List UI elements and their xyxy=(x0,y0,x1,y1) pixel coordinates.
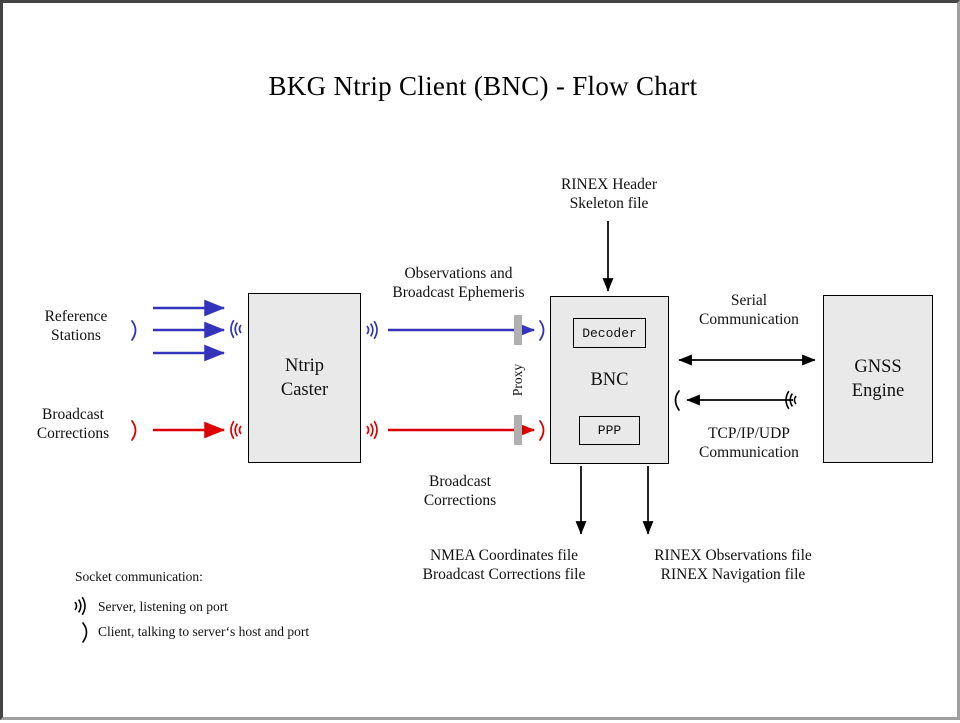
node-gnss-engine-label: GNSS Engine xyxy=(851,356,905,401)
node-decoder-label: Decoder xyxy=(582,325,637,341)
connector-layer xyxy=(74,221,816,643)
broadcast-corrections-client-icon xyxy=(131,420,137,441)
proxy-label: Proxy xyxy=(509,363,525,397)
flow-chart-canvas: BKG Ntrip Client (BNC) - Flow Chart xyxy=(3,3,960,723)
page-title: BKG Ntrip Client (BNC) - Flow Chart xyxy=(268,71,698,101)
caster-input-server-icon-blue xyxy=(230,319,242,339)
node-ntrip-caster-label: Ntrip Caster xyxy=(280,355,329,400)
node-ppp[interactable]: PPP xyxy=(579,416,640,445)
gnss-server-wave-icon xyxy=(785,390,797,410)
legend-client-text: Client, talking to server‘s host and por… xyxy=(98,624,310,639)
output-file-arrows xyxy=(575,466,654,535)
edge-label-broadcast-corrections: Broadcast Corrections xyxy=(423,473,497,509)
source-label-reference-stations: Reference Stations xyxy=(44,308,108,344)
edge-label-tcpip-communication: TCP/IP/UDP Communication xyxy=(699,425,799,461)
edge-label-observations-ephemeris: Observations and Broadcast Ephemeris xyxy=(392,265,525,301)
edge-label-serial-communication: Serial Communication xyxy=(699,292,799,328)
edge-label-rinex-header-skeleton: RINEX Header Skeleton file xyxy=(561,176,657,212)
bnc-observations-client-icon xyxy=(539,320,545,341)
source-label-broadcast-corrections: Broadcast Corrections xyxy=(36,406,110,442)
caster-output-server-icon-red xyxy=(366,420,378,440)
legend-client-paren-icon xyxy=(82,622,88,643)
proxy-bar-lower xyxy=(514,415,522,445)
caster-output-server-icon-blue xyxy=(366,320,378,340)
output-label-right: RINEX Observations file RINEX Navigation… xyxy=(654,547,812,583)
bnc-tcpip-client-icon xyxy=(674,390,680,411)
reference-stations-client-icon xyxy=(131,320,137,341)
reference-station-arrows xyxy=(153,299,226,362)
output-label-left: NMEA Coordinates file Broadcast Correcti… xyxy=(422,547,586,583)
node-bnc-label: BNC xyxy=(590,369,629,390)
node-ppp-label: PPP xyxy=(597,423,622,438)
legend-heading: Socket communication: xyxy=(75,569,203,584)
proxy-bar-upper xyxy=(514,315,522,345)
node-ntrip-caster[interactable]: Ntrip Caster xyxy=(248,293,361,463)
node-gnss-engine[interactable]: GNSS Engine xyxy=(823,295,933,463)
bnc-corrections-client-icon xyxy=(539,420,545,441)
node-decoder[interactable]: Decoder xyxy=(573,318,646,348)
legend-server-text: Server, listening on port xyxy=(98,599,228,614)
legend-server-wave-icon xyxy=(74,596,86,616)
proxy-label-wrap: Proxy xyxy=(490,364,546,396)
caster-input-server-icon-red xyxy=(230,420,242,440)
